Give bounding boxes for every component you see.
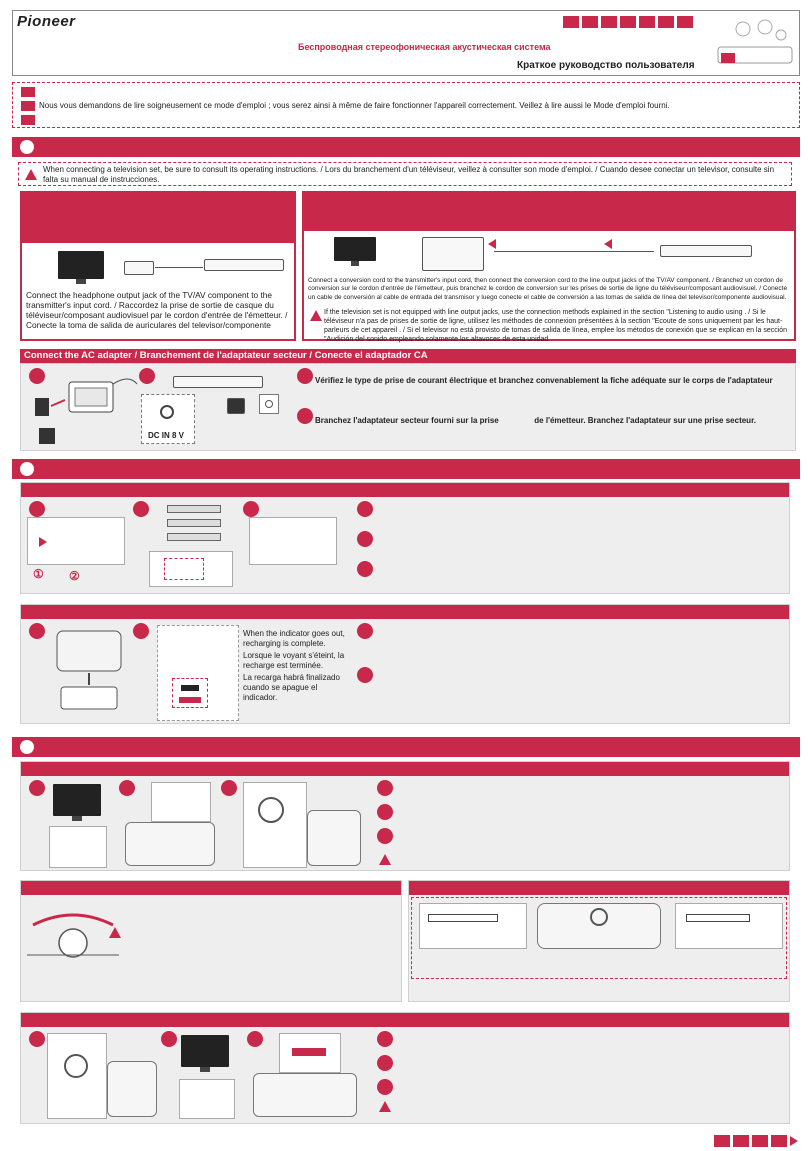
connection-warning-box: When connecting a television set, be sur… (18, 162, 792, 186)
page-nav[interactable] (714, 1134, 800, 1148)
family-illustration (713, 13, 797, 71)
panel-line-out: Connect a conversion cord to the transmi… (302, 191, 796, 344)
bullet-1: When the indicator goes out, recharging … (243, 629, 345, 648)
bullet-3: La recarga habrá finalizado cuando se ap… (243, 673, 340, 702)
warning-icon-2 (310, 310, 322, 321)
ac-adapter-icon (227, 398, 245, 414)
subtitle-ru: Краткое руководство пользователя (517, 60, 695, 71)
warning-icon-4 (109, 927, 121, 938)
speaker-illustration-4 (107, 1061, 157, 1117)
panel-headphone: Connect the headphone output jack of the… (20, 191, 296, 341)
headphone-jack (124, 261, 154, 275)
battery-panel: ① ② (20, 482, 790, 594)
knob-callout (243, 782, 307, 868)
ac-title: Connect the AC adapter / Branchement de … (24, 350, 428, 361)
tv-callout-2 (179, 1079, 235, 1119)
volume-panel (20, 880, 402, 1002)
speaker-charge-illustration (51, 627, 131, 719)
battery-compartment (149, 551, 233, 587)
tv-icon-4 (181, 1035, 229, 1072)
arrow-icon (488, 239, 496, 249)
warning-icon (25, 169, 37, 180)
display-callout-2 (279, 1033, 341, 1073)
title-ru: Беспроводная стереофоническая акустическ… (298, 42, 551, 52)
connection-warning: When connecting a television set, be sur… (43, 165, 775, 184)
tv-icon-3 (53, 784, 101, 821)
mode-button-right (675, 903, 783, 949)
speaker-illustration-3 (537, 903, 661, 949)
mark-1: ① (33, 567, 44, 581)
power-off-panel (20, 1012, 790, 1124)
intro-box: Nous vous demandons de lire soigneusemen… (12, 82, 800, 128)
arrow-icon-2 (604, 239, 612, 249)
tv-callout (49, 826, 107, 868)
mode-panel (408, 880, 790, 1002)
volume-knob-illustration (27, 905, 119, 985)
mark-2: ② (69, 569, 80, 583)
charge-panel: When the indicator goes out, recharging … (20, 604, 790, 724)
ac-title-bar: Connect the AC adapter / Branchement de … (20, 349, 796, 363)
brand-logo: Pioneer (17, 13, 76, 30)
adapter-illustration (29, 370, 139, 448)
connection-right-text: Connect a conversion cord to the transmi… (308, 277, 788, 301)
speaker-illustration-2 (307, 810, 361, 866)
connection-left-text: Connect the headphone output jack of the… (26, 290, 288, 330)
line-out-jacks (422, 237, 484, 271)
battery-cells (155, 503, 235, 543)
connection-right-note: If the television set is not equipped wi… (324, 309, 788, 344)
ac-step1: Vérifiez le type de prise de courant éle… (315, 376, 773, 385)
next-page-icon[interactable] (790, 1136, 798, 1146)
mode-button-left (419, 903, 527, 949)
battery-step3-box (249, 517, 337, 565)
speaker-illustration (125, 822, 215, 866)
bullet-2: Lorsque le voyant s'éteint, la recharge … (243, 651, 345, 670)
power-on-panel (20, 761, 790, 871)
speaker-illustration-5 (253, 1073, 357, 1117)
dc-in-label: DC IN 8 V (148, 431, 185, 440)
ac-step2: Branchez l'adaptateur secteur fourni sur… (315, 416, 756, 425)
language-tabs (563, 16, 703, 28)
transmitter-device-3 (173, 376, 263, 388)
transmitter-device (204, 259, 284, 271)
section-battery-bar (12, 459, 800, 479)
knob-callout-2 (47, 1033, 107, 1119)
section-operation-bar (12, 737, 800, 757)
transmitter-device-2 (660, 245, 752, 257)
warning-icon-5 (379, 1101, 391, 1112)
header-frame: Pioneer Беспроводная стереофоническая ак… (12, 10, 800, 76)
dc-in-box: DC IN 8 V (141, 394, 195, 444)
intro-text: Nous vous demandons de lire soigneusemen… (39, 101, 670, 110)
indicator-box (157, 625, 239, 721)
section-connection-bar (12, 137, 800, 157)
charge-bullets: When the indicator goes out, recharging … (243, 629, 353, 703)
display-callout (151, 782, 211, 822)
tv-icon-2 (334, 237, 376, 266)
wall-outlet-icon (259, 394, 279, 414)
ac-panel: DC IN 8 V Vérifiez le type de prise de c… (20, 363, 796, 451)
warning-icon-3 (379, 854, 391, 865)
arrow-icon-3 (39, 537, 47, 547)
tv-icon (58, 251, 104, 284)
